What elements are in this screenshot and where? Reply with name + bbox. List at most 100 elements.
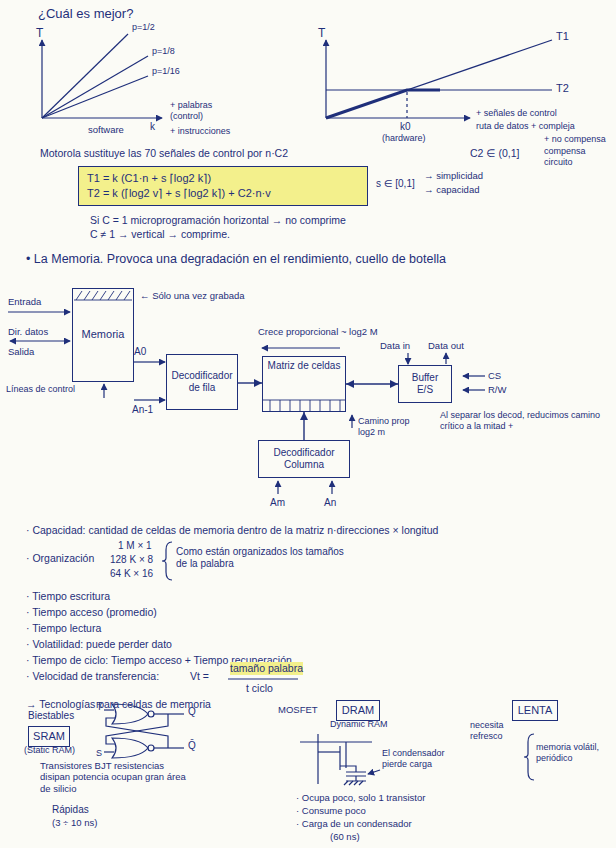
note-text: • La Memoria. Provoca una degradación en…	[26, 252, 446, 267]
graph-software	[42, 56, 148, 118]
note-text: memoria volátil, periódico	[536, 742, 602, 764]
box-text: Buffer E/S	[403, 372, 447, 396]
box-text: T1 = k (C1·n + s ⌈log2 k⌉)	[83, 171, 215, 186]
box-text: Decodificador de fila	[171, 370, 233, 394]
note-text: Motorola sustituye las 70 señales de con…	[40, 147, 288, 160]
page-title: ¿Cuál es mejor?	[38, 6, 133, 22]
note-text: p=1/16	[152, 66, 180, 77]
note-text: (3 ÷ 10 ns)	[52, 817, 97, 828]
note-text: Q	[188, 706, 196, 718]
note-text: Vt =	[190, 670, 209, 683]
note-text: Crece proporcional ~ log2 M	[258, 326, 378, 337]
memory-arrows	[10, 340, 70, 341]
box-text: SRAM	[33, 730, 65, 743]
note-text: · Carga de un condensador	[296, 818, 412, 829]
note-text: · Volatilidad: puede perder dato	[26, 638, 172, 651]
note-text: p=1/2	[132, 22, 155, 33]
speed-box: LENTA	[512, 700, 558, 721]
note-text: Rápidas	[52, 804, 89, 816]
cell-grid	[263, 400, 345, 412]
note-text: → Tecnologías para celdas de memoria	[26, 698, 211, 711]
graph-software	[42, 34, 162, 118]
note-text: T	[36, 26, 43, 40]
note-text: El condensador pierde carga	[382, 748, 458, 770]
note-text: Al separar los decod, reducimos camino c…	[440, 410, 606, 432]
note-text: → simplicidad	[424, 170, 483, 181]
note-text: A0	[134, 346, 146, 358]
note-text: + señales de control	[476, 108, 557, 119]
note-text: t ciclo	[246, 682, 273, 695]
braces	[162, 542, 172, 580]
decoder-wires	[134, 348, 485, 494]
note-text: C2 ∈ (0,1]	[470, 147, 519, 160]
memory-hatch	[74, 300, 132, 301]
note-text: · Capacidad: cantidad de celdas de memor…	[26, 524, 438, 537]
sr-latch	[148, 711, 154, 717]
note-text: tamaño palabra	[230, 662, 303, 675]
note-text: T	[318, 26, 325, 40]
connector-arrow	[303, 412, 304, 440]
note-text: compensa circuito	[544, 146, 608, 168]
note-text: k	[150, 121, 155, 133]
note-text: → capacidad	[424, 184, 479, 195]
graph-hardware	[326, 40, 552, 118]
note-text: (hardware)	[382, 133, 426, 144]
note-text: R	[96, 700, 103, 711]
tech-box: DRAM	[336, 700, 380, 721]
row-decoder: Decodificador de fila	[166, 354, 238, 410]
note-text: · Tiempo lectura	[26, 622, 101, 635]
note-text: R/W	[488, 384, 506, 395]
decoder-wires	[463, 375, 485, 376]
note-text: Salida	[8, 346, 34, 357]
box-text: Decodificador Columna	[263, 447, 345, 471]
sr-latch	[112, 738, 148, 758]
dram-cell	[346, 772, 366, 776]
note-text: 64 K × 16	[110, 568, 153, 580]
sr-latch	[104, 704, 184, 758]
note-text: p=1/8	[152, 46, 175, 57]
decoder-wires	[331, 481, 332, 494]
dram-cell	[317, 734, 318, 784]
note-text: Data in	[380, 340, 410, 351]
graph-hardware	[326, 117, 470, 118]
io-buffer: Buffer E/S	[398, 365, 452, 403]
dram-cell	[368, 770, 380, 774]
note-text: k0	[400, 121, 411, 133]
cell-grid	[270, 400, 340, 412]
note-text: MOSFET	[278, 704, 318, 715]
note-text: 128 K × 8	[110, 554, 153, 566]
memory-arrows	[103, 384, 104, 398]
box-text: Memoria	[82, 328, 125, 341]
decoder-wires	[463, 389, 485, 390]
decoder-wires	[134, 361, 165, 362]
note-text: necesita refresco	[470, 720, 526, 742]
formula-box: T1 = k (C1·n + s ⌈log2 k⌉)T2 = k (⌈log2 …	[78, 166, 368, 206]
dram-cell	[318, 751, 340, 752]
cell-matrix: Matriz de celdas	[262, 356, 346, 412]
graph-hardware	[326, 90, 440, 118]
note-text: Am	[270, 497, 285, 509]
note-text: · Velocidad de transferencia:	[26, 670, 159, 683]
note-text: · Consume poco	[296, 805, 366, 816]
note-text: Como están organizados los tamaños de la…	[176, 546, 346, 570]
connector-arrow	[346, 383, 398, 384]
note-text: ← Sólo una vez grabada	[140, 290, 245, 301]
note-text: Si C = 1 microprogramación horizontal → …	[90, 214, 346, 227]
dram-cell	[346, 776, 366, 781]
decoder-wires	[351, 415, 352, 428]
graph-hardware	[325, 40, 326, 118]
box-text: LENTA	[518, 704, 553, 717]
sr-latch	[154, 747, 184, 748]
note-text: ruta de datos + compleja	[476, 121, 575, 132]
note-text: Biestables	[28, 710, 74, 722]
graph-software	[41, 40, 42, 118]
sr-latch	[104, 751, 114, 752]
note-text: Data out	[428, 340, 464, 351]
note-text: Camino prop log2 m	[358, 416, 422, 438]
decoder-wires	[445, 353, 446, 364]
memory-arrows	[8, 311, 70, 312]
graph-hardware	[406, 92, 407, 118]
decoder-wires	[277, 481, 278, 494]
note-text: An-1	[132, 404, 153, 416]
sr-latch	[106, 714, 168, 744]
